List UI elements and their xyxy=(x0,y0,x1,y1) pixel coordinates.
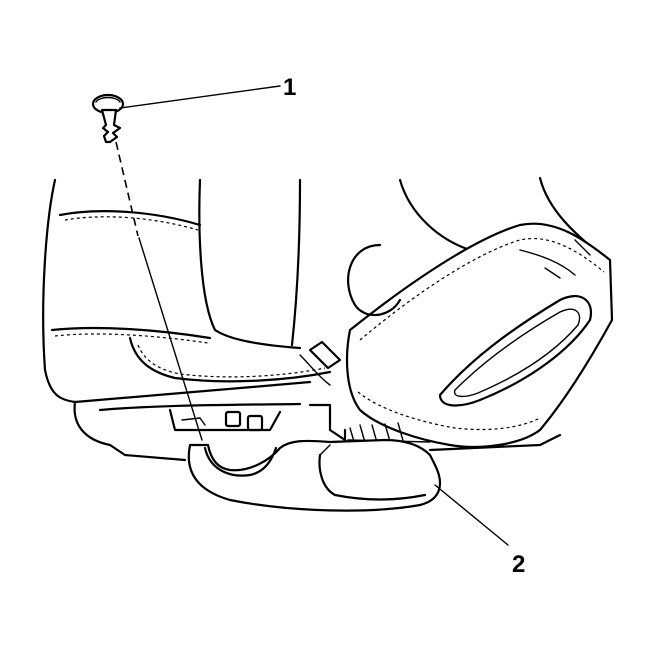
seat-belt-buckle xyxy=(299,243,402,386)
seat-adjuster-trim-cover xyxy=(187,438,442,512)
push-pin-retainer xyxy=(91,93,125,144)
seat-cushion-outline xyxy=(42,178,312,404)
callout-1-label: 1 xyxy=(283,74,296,101)
seat-cushion-front xyxy=(128,336,332,383)
seat-side-bolster xyxy=(345,176,614,448)
callout-2-label: 2 xyxy=(512,551,525,578)
install-path xyxy=(115,141,203,441)
seat-switch-cluster xyxy=(168,408,282,432)
callout-leaders xyxy=(119,85,509,546)
seat-track-base xyxy=(73,400,562,462)
